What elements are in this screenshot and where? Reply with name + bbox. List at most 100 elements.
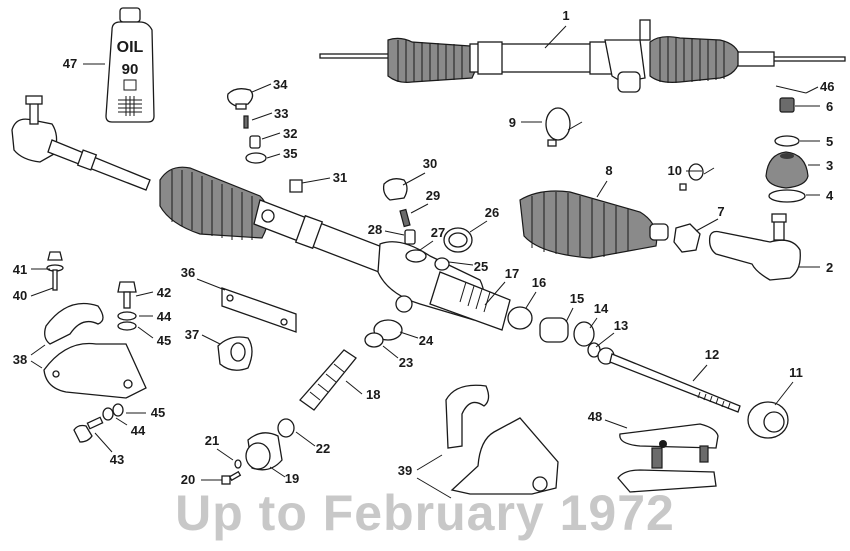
callout-13: 13: [614, 318, 628, 333]
leader-line-19: [269, 466, 286, 478]
leader-line-1: [544, 25, 567, 49]
leader-line-17: [484, 281, 506, 306]
part-35-shim: [245, 152, 267, 164]
callout-10: 10: [668, 163, 682, 178]
callout-20: 20: [181, 472, 195, 487]
leader-line-38b: [30, 360, 43, 369]
part-1-rack-assembly: [319, 19, 846, 93]
leader-line-38: [30, 344, 46, 356]
leader-line-13: [595, 332, 615, 348]
callout-21: 21: [205, 433, 219, 448]
callout-19: 19: [285, 471, 299, 486]
leader-line-39b: [416, 477, 452, 499]
leader-line-25: [448, 261, 474, 266]
leader-line-36: [196, 278, 226, 291]
callout-8: 8: [605, 163, 612, 178]
callout-14: 14: [594, 301, 609, 316]
part-29-spring: [399, 208, 411, 228]
leader-line-12: [692, 364, 708, 382]
leader-line-24: [399, 331, 419, 339]
callout-leader-lines: [30, 25, 820, 499]
leader-line-14: [589, 317, 598, 329]
callout-46: 46: [820, 79, 834, 94]
part-16-cup: [507, 306, 533, 330]
oil-bottle-line1: OIL: [117, 39, 144, 56]
part-30-plug: [382, 178, 408, 201]
leader-line-21: [216, 448, 234, 461]
part-5-clip: [774, 135, 800, 147]
part-36-clamp-plate: [221, 287, 297, 333]
part-21-washer: [234, 459, 242, 469]
oil-bottle-line2: 90: [122, 61, 139, 78]
callout-1: 1: [562, 8, 569, 23]
part-9-clip: [545, 107, 583, 147]
callout-37: 37: [185, 327, 199, 342]
leader-line-43: [94, 432, 113, 453]
callout-9: 9: [509, 115, 516, 130]
part-11-locknut: [747, 401, 789, 439]
callout-38: 38: [13, 352, 27, 367]
part-37-rubber-bush: [217, 336, 253, 371]
part-2-tie-rod-end: [708, 213, 801, 281]
callout-44b: 44: [131, 423, 146, 438]
leader-line-22: [295, 431, 316, 447]
callout-11: 11: [789, 365, 803, 380]
leader-line-28: [384, 230, 405, 236]
callout-4: 4: [826, 188, 834, 203]
part-14-ring: [573, 321, 595, 347]
callout-6: 6: [826, 99, 833, 114]
part-31-grease-nipple: [289, 179, 303, 193]
part-34-plug: [227, 88, 254, 107]
part-18-pinion: [299, 349, 357, 411]
part-20-bolt: [221, 470, 242, 485]
callout-40: 40: [13, 288, 27, 303]
part-40-41-bolt-washer: [46, 251, 64, 291]
callout-2: 2: [826, 260, 833, 275]
callout-33: 33: [274, 106, 288, 121]
callout-28: 28: [368, 222, 382, 237]
callout-35: 35: [283, 146, 297, 161]
leader-line-26: [469, 220, 488, 233]
leader-line-7: [695, 218, 719, 232]
leader-line-27: [419, 240, 434, 251]
small-parts-cluster: [227, 88, 601, 358]
part-7-nut: [673, 223, 701, 253]
callout-36: 36: [181, 265, 195, 280]
callout-34: 34: [273, 77, 288, 92]
leader-line-18: [345, 380, 363, 395]
part-17-rack-housing: [11, 95, 511, 331]
leader-line-44b: [115, 417, 128, 426]
callout-7: 7: [717, 204, 724, 219]
callout-18: 18: [366, 387, 380, 402]
callout-15: 15: [570, 291, 584, 306]
callout-31: 31: [333, 170, 347, 185]
leader-line-48: [604, 419, 628, 429]
leader-line-35: [266, 153, 281, 159]
part-43-44-45-bolt-washers-lower: [73, 403, 124, 443]
part-39-clamp-bracket: [445, 384, 559, 495]
part-28-yoke: [404, 229, 416, 245]
leader-line-11: [774, 381, 794, 406]
part-46-split-pin: [775, 85, 807, 94]
leader-line-42: [135, 291, 154, 297]
callout-41: 41: [13, 262, 27, 277]
leader-line-8: [596, 180, 608, 198]
part-6-castellated-nut: [779, 97, 795, 113]
callout-47: 47: [63, 56, 77, 71]
leader-line-32: [261, 132, 281, 140]
callout-25: 25: [474, 259, 488, 274]
callout-45: 45: [157, 333, 171, 348]
callout-27: 27: [431, 225, 445, 240]
callout-48: 48: [588, 409, 602, 424]
part-15-housing: [539, 317, 569, 343]
part-47-oil-bottle: OIL 90: [105, 7, 155, 123]
callout-3: 3: [826, 158, 833, 173]
callout-43: 43: [110, 452, 124, 467]
part-27-shim: [405, 249, 427, 263]
callout-16: 16: [532, 275, 546, 290]
leader-line-34: [251, 83, 272, 93]
leader-line-40: [30, 287, 54, 297]
part-22-seal: [277, 418, 295, 438]
leader-line-45: [137, 326, 154, 339]
part-19-pinion-cover: [245, 432, 283, 471]
